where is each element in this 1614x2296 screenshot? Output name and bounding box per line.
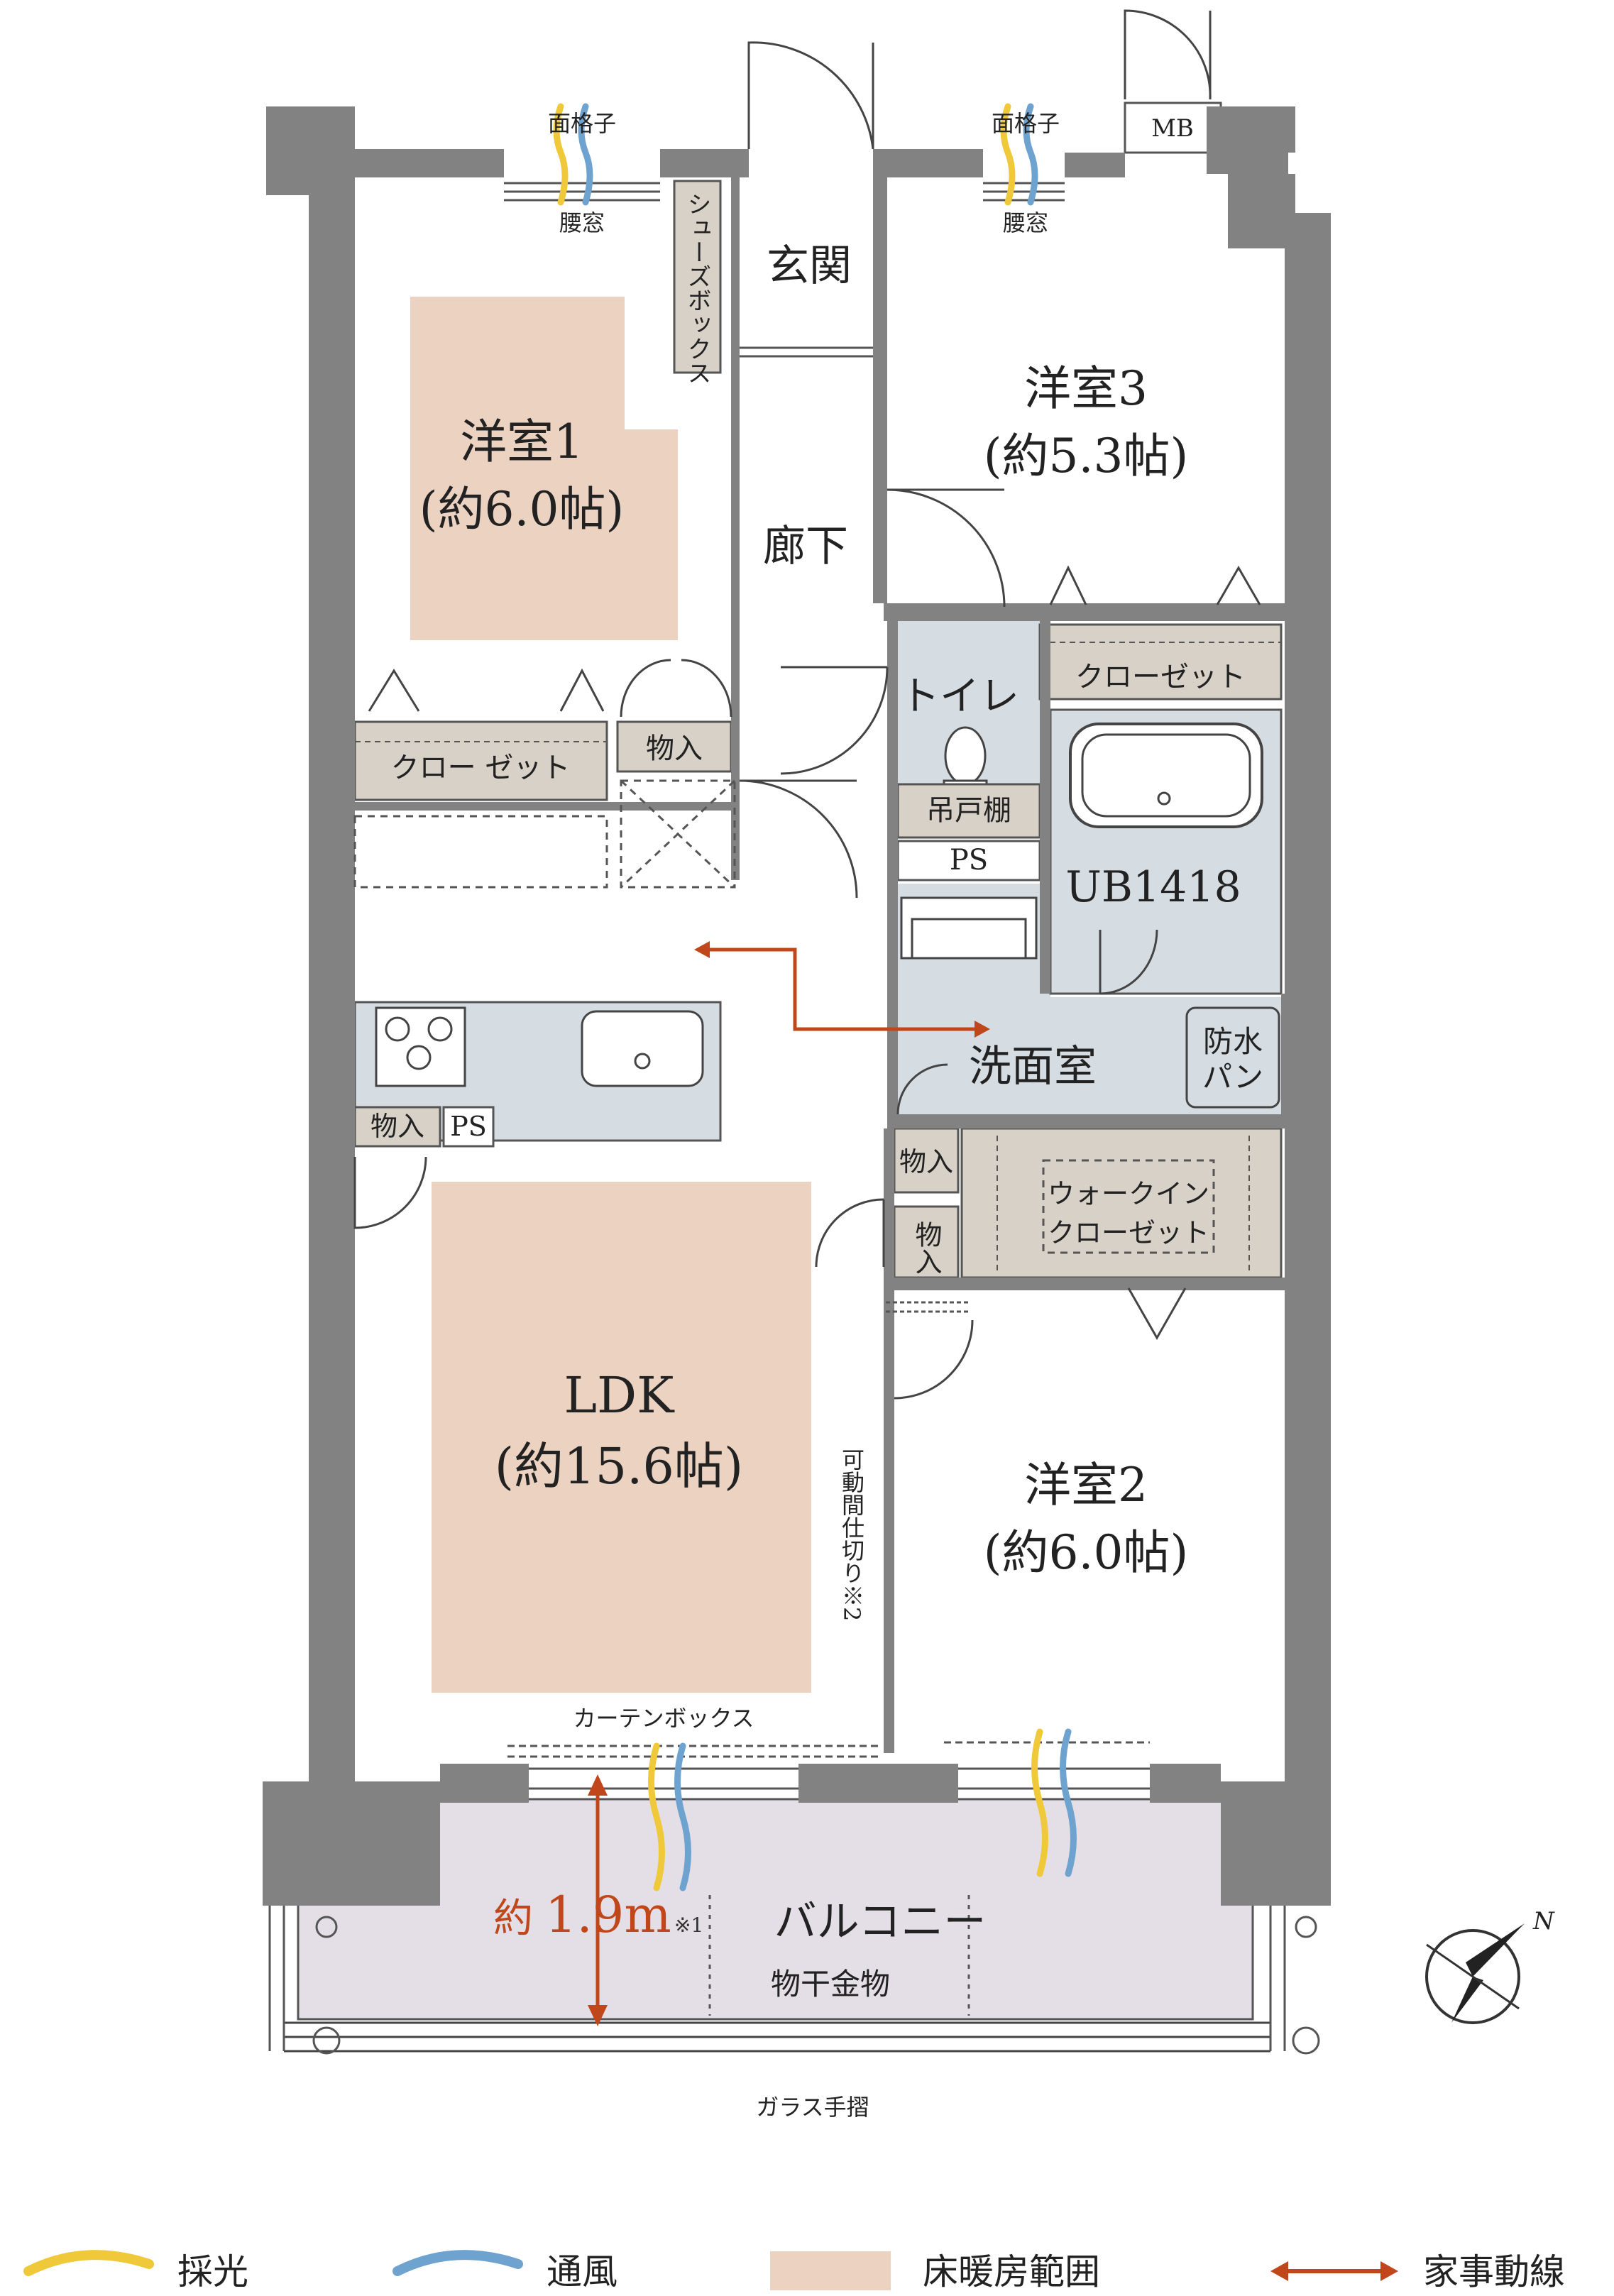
western2-name: 洋室2	[1024, 1458, 1148, 1512]
corridor-label: 廊下	[763, 522, 848, 571]
mb-label: MB	[1151, 114, 1194, 143]
housework-arrow-left	[694, 941, 710, 958]
storage-corridor	[616, 720, 732, 773]
waterproof-pan-label-2: パン	[1202, 1060, 1263, 1094]
storage-corridor-label: 物入	[646, 732, 703, 765]
ps-kitchen-label: PS	[450, 1111, 487, 1142]
closets	[353, 101, 1283, 1279]
legend-light-swatch	[23, 2250, 154, 2276]
closet-western3-label: クローゼット	[1075, 661, 1246, 693]
glass-railing-label: ガラス手摺	[756, 2094, 869, 2121]
storage-b-label: 物入	[911, 1221, 942, 1275]
window-grille-label-right: 面格子	[992, 110, 1060, 137]
laundry-pole-label: 物干金物	[771, 1967, 890, 2001]
western1-name: 洋室1	[460, 414, 583, 469]
legend-light-label: 採光	[177, 2251, 248, 2292]
floor-heating-ldk	[432, 1182, 811, 1693]
legend-heating-swatch	[770, 2251, 891, 2290]
balcony-depth-arrow	[588, 1774, 608, 2026]
balcony-depth-note: ※1	[674, 1913, 703, 1937]
room-labels: 洋室1 (約6.0帖) 洋室3 (約5.3帖) 洋室2 (約6.0帖) LDK …	[419, 241, 1241, 1947]
shoe-box-label: シューズボックス	[683, 192, 711, 385]
legend-housework-label: 家事動線	[1423, 2251, 1565, 2292]
fixture-labels: シューズボックス クロー ゼット クローゼット 物入 吊戸棚 PS 物入 PS …	[370, 110, 1263, 2121]
closet-western1	[353, 720, 608, 801]
storage-kitchen	[353, 1106, 441, 1148]
vanity	[900, 896, 1038, 960]
housework-path	[694, 941, 990, 1038]
ldk-name: LDK	[564, 1366, 676, 1424]
closet-western3	[1038, 623, 1283, 701]
kitchen-sink	[581, 1010, 704, 1087]
walk-in-label-2: クローゼット	[1048, 1217, 1209, 1248]
storage-box-a	[893, 1127, 960, 1194]
housework-arrow-right	[975, 1021, 990, 1038]
storage-a-label: 物入	[899, 1146, 953, 1177]
ldk-size: (約15.6帖)	[495, 1437, 743, 1495]
bathroom-label: UB1418	[1065, 862, 1241, 912]
mb-box	[1124, 101, 1222, 154]
window-grille-label-left: 面格子	[548, 110, 616, 137]
balcony-area	[268, 1798, 1320, 2055]
shoe-box	[673, 180, 722, 374]
balcony-label: バルコニー	[774, 1897, 987, 1947]
waist-window-label-left: 腰窓	[559, 209, 605, 236]
balcony-depth-label: 約 1.9m ※1	[493, 1886, 703, 1944]
waterproof-pan-label-1: 防水	[1203, 1024, 1263, 1059]
ps-kitchen	[442, 1106, 495, 1148]
floor-heating-areas	[410, 297, 811, 1693]
compass-needle-north	[1466, 1923, 1525, 1977]
legend: 採光 通風 床暖房範囲 家事動線	[23, 2250, 1565, 2292]
toilet-label: トイレ	[900, 674, 1019, 720]
compass-north-label: N	[1532, 1907, 1555, 1935]
legend-wind-label: 通風	[547, 2251, 617, 2292]
waist-window-label-right: 腰窓	[1003, 209, 1048, 236]
curtain-box-label: カーテンボックス	[573, 1705, 754, 1732]
toilet-bowl	[944, 726, 987, 786]
storage-box-b	[893, 1205, 960, 1279]
waterproof-pan	[1185, 1006, 1280, 1109]
washroom-label: 洗面室	[969, 1042, 1097, 1092]
dashed-outlines	[353, 779, 1215, 1254]
compass-needle-south	[1451, 1977, 1483, 2023]
entrance-label: 玄関	[767, 241, 852, 291]
hanging-shelf-label: 吊戸棚	[926, 794, 1011, 827]
entrance-area	[740, 346, 873, 358]
western1-size: (約6.0帖)	[419, 482, 624, 537]
wet-areas	[353, 621, 1285, 1142]
windows	[504, 182, 1150, 1790]
floor-heating-western1	[410, 297, 678, 640]
light-ventilation-markers	[553, 103, 1077, 1891]
western2-size: (約6.0帖)	[984, 1525, 1188, 1580]
balcony-depth-value: 1.9m	[545, 1886, 671, 1944]
movable-partition-label: 可動間仕切り※2	[838, 1448, 865, 1621]
walk-in-closet-box	[960, 1127, 1283, 1279]
walk-in-label-1: ウォークイン	[1048, 1178, 1209, 1209]
doors	[353, 9, 1261, 1400]
legend-heating-label: 床暖房範囲	[923, 2251, 1100, 2292]
ps-utility-label: PS	[950, 844, 988, 877]
walls	[263, 106, 1331, 1906]
closet-western1-label: クロー ゼット	[391, 752, 571, 784]
storage-kitchen-label: 物入	[370, 1111, 424, 1142]
balcony-depth-prefix: 約	[493, 1896, 533, 1942]
compass: N	[1425, 1907, 1555, 2024]
western3-name: 洋室3	[1024, 361, 1148, 416]
legend-wind-swatch	[392, 2250, 523, 2276]
bathtub	[1069, 723, 1263, 828]
western3-size: (約5.3帖)	[984, 429, 1188, 483]
